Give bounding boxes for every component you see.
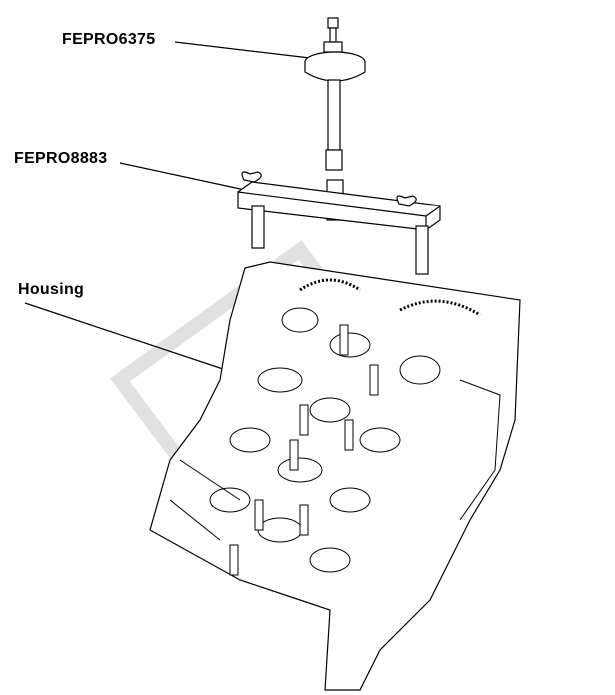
cylinder-head bbox=[149, 261, 521, 691]
label-housing: Housing bbox=[18, 281, 85, 298]
leader-fepro6375 bbox=[174, 41, 311, 59]
label-fepro8883: FEPRO8883 bbox=[14, 150, 108, 167]
leader-housing bbox=[24, 302, 233, 373]
leader-fepro8883 bbox=[119, 162, 246, 191]
label-fepro6375: FEPRO6375 bbox=[62, 31, 156, 48]
tool-fepro8883 bbox=[237, 171, 441, 275]
